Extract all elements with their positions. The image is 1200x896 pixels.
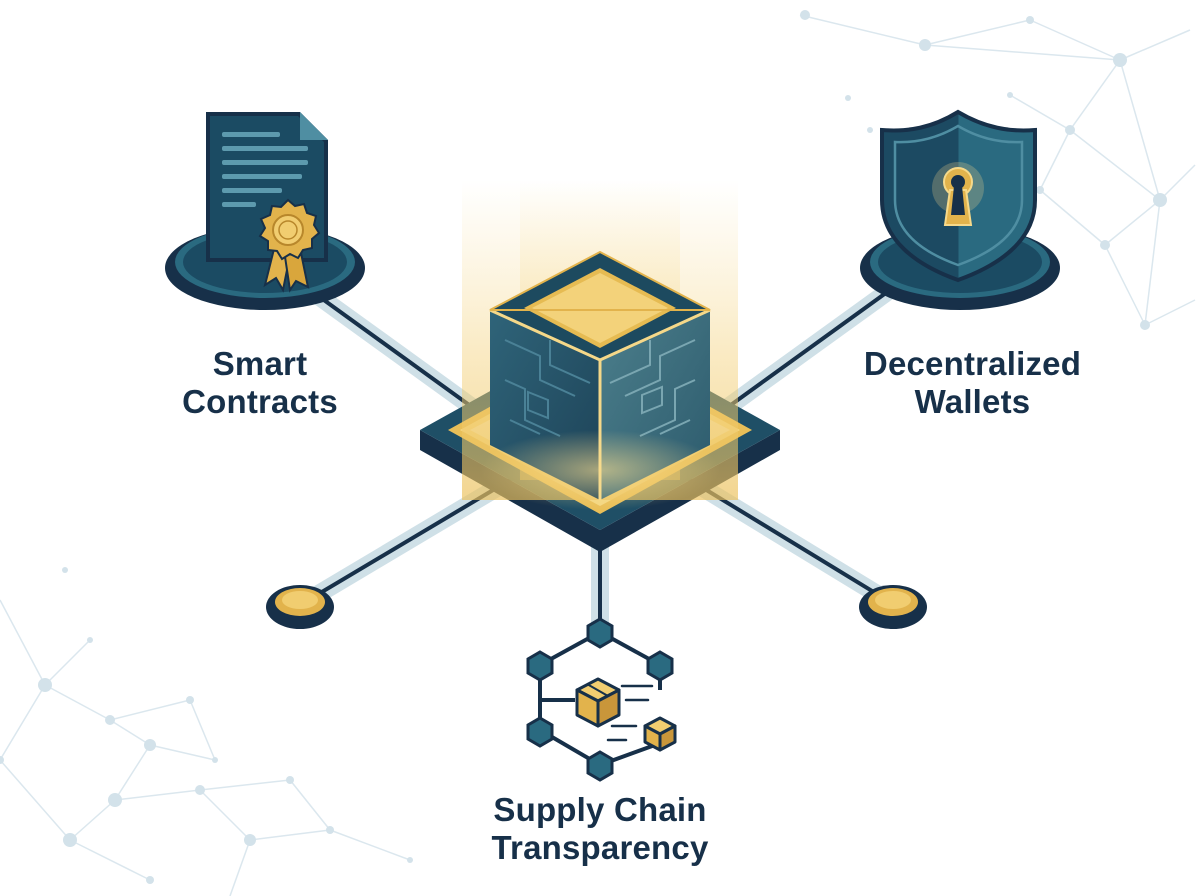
decentralized-wallets-label: Decentralized Wallets [840, 345, 1105, 421]
shield-keyhole-icon [880, 109, 1037, 283]
smart-contracts-label-line1: Smart [212, 345, 308, 382]
contract-document-icon [206, 112, 328, 293]
supply-chain-label-line1: Supply Chain [493, 791, 707, 828]
supply-chain-label: Supply Chain Transparency [455, 791, 745, 867]
supply-chain-label-line2: Transparency [491, 829, 709, 866]
connector-arms [291, 281, 904, 639]
background-network-bottom-left-nodes [0, 567, 413, 884]
smart-contracts-label-line2: Contracts [182, 383, 338, 420]
smart-contracts-label: Smart Contracts [130, 345, 390, 421]
decentralized-wallets-label-line1: Decentralized [863, 345, 1082, 382]
decentralized-wallets-label-line2: Wallets [914, 383, 1031, 420]
background-network-top-right [799, 14, 1196, 326]
background-network-top-right-nodes [800, 10, 1167, 330]
supply-network-icon [526, 617, 677, 782]
endpoint-node-left [266, 585, 334, 629]
endpoint-node-right [859, 585, 927, 629]
blockchain-cube-icon [480, 250, 720, 510]
background-network-bottom-left [0, 599, 411, 896]
